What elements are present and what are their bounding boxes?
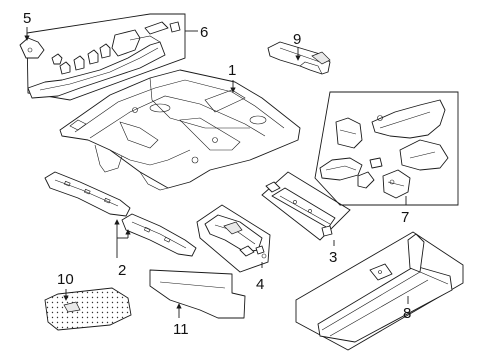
floor-pan-part	[59, 69, 301, 191]
bracket-assembly-part	[19, 13, 186, 101]
callout-2: 2	[118, 262, 126, 279]
rocker-rail-part	[44, 171, 197, 257]
wheelhouse-assembly-part	[314, 91, 459, 206]
cross-rail-part	[261, 171, 351, 241]
sill-plate-part	[295, 231, 464, 351]
callout-6: 6	[200, 24, 208, 41]
callout-11: 11	[173, 321, 189, 338]
callout-1: 1	[228, 62, 236, 79]
callout-3: 3	[329, 249, 337, 266]
callout-8: 8	[403, 305, 411, 322]
callout-5: 5	[23, 10, 31, 27]
callout-10: 10	[57, 271, 74, 288]
floor-insulator-part	[44, 287, 132, 331]
callout-4: 4	[256, 276, 264, 293]
callout-9: 9	[293, 31, 301, 48]
seat-bracket-part	[196, 204, 271, 273]
callout-7: 7	[401, 209, 409, 226]
floor-panel-part	[149, 269, 246, 319]
